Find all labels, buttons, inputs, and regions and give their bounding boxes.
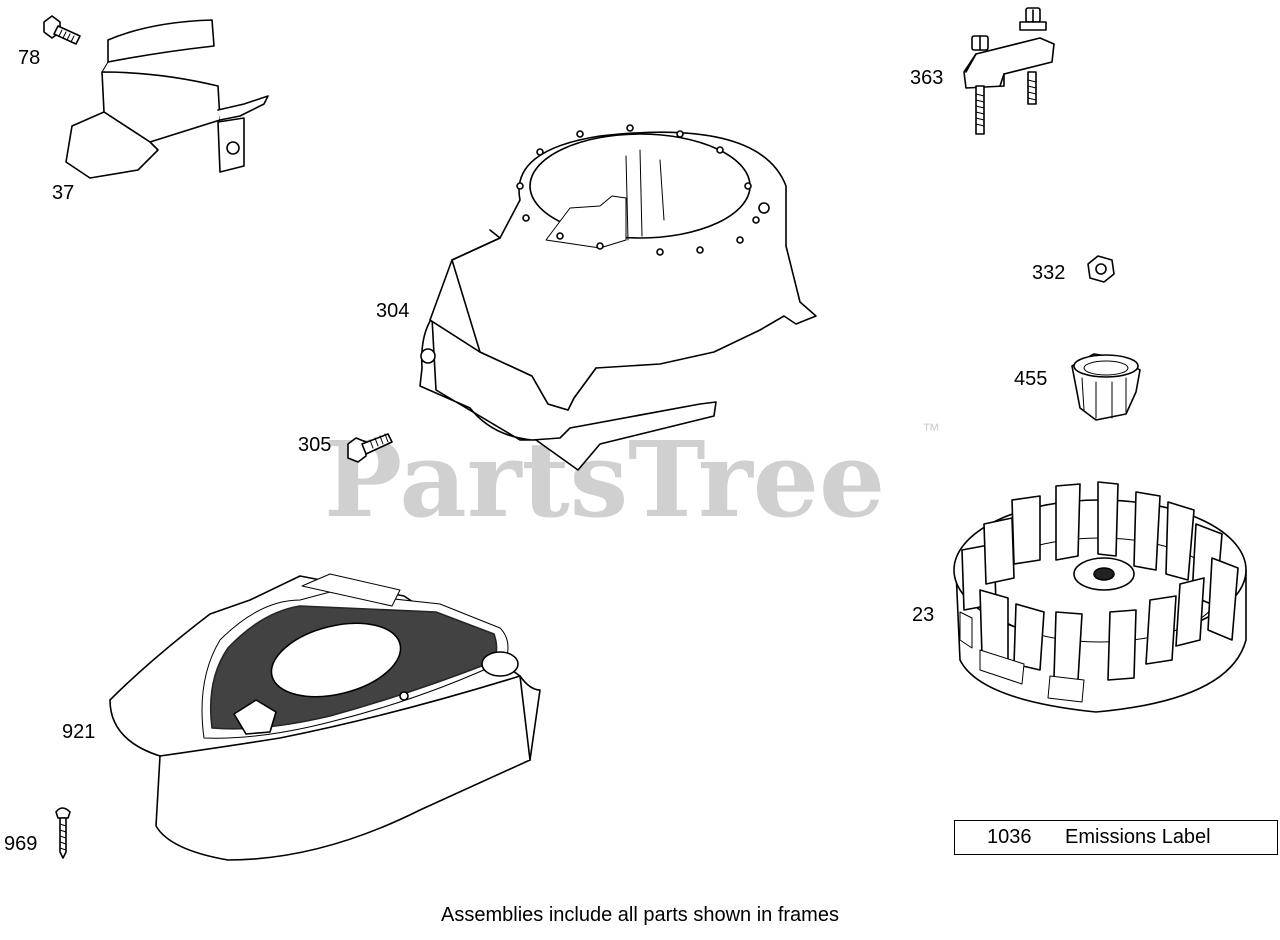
frame-part-number: 1036 bbox=[987, 826, 1032, 848]
starter-cup-455-icon[interactable] bbox=[1071, 353, 1141, 421]
air-guide-shield-37-icon[interactable] bbox=[65, 19, 269, 179]
label-78: 78 bbox=[18, 47, 40, 69]
screw-969-icon[interactable] bbox=[55, 807, 71, 859]
hex-nut-332-icon[interactable] bbox=[1087, 255, 1115, 283]
flywheel-23-icon[interactable] bbox=[953, 481, 1247, 713]
frame-part-description: Emissions Label bbox=[1065, 826, 1211, 848]
footer-caption: Assemblies include all parts shown in fr… bbox=[441, 904, 839, 926]
engine-cover-921-icon[interactable] bbox=[109, 573, 541, 861]
label-455: 455 bbox=[1014, 368, 1047, 390]
blower-housing-304-icon[interactable] bbox=[419, 124, 817, 471]
bolt-305-icon[interactable] bbox=[347, 433, 393, 463]
label-23: 23 bbox=[912, 604, 934, 626]
label-332: 332 bbox=[1032, 262, 1065, 284]
rocker-bracket-363-icon[interactable] bbox=[963, 7, 1055, 135]
emissions-label-frame: 1036 Emissions Label bbox=[954, 820, 1278, 855]
label-969: 969 bbox=[4, 833, 37, 855]
label-37: 37 bbox=[52, 182, 74, 204]
bolt-78-icon[interactable] bbox=[43, 15, 81, 45]
label-363: 363 bbox=[910, 67, 943, 89]
watermark-trademark: ™ bbox=[922, 420, 940, 440]
label-305: 305 bbox=[298, 434, 331, 456]
label-921: 921 bbox=[62, 721, 95, 743]
label-304: 304 bbox=[376, 300, 409, 322]
